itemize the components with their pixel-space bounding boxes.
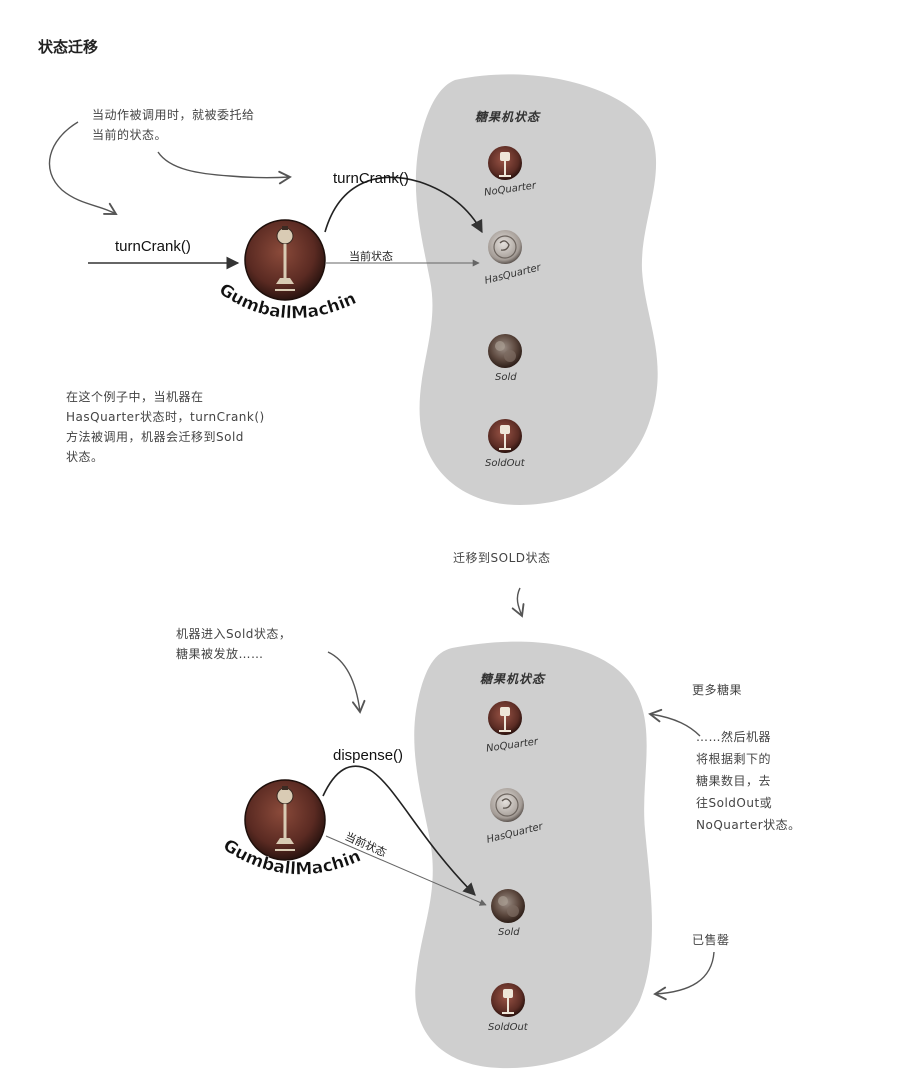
page-title: 状态迁移 (38, 38, 99, 56)
top-machine-name: GumballMachine (0, 0, 360, 324)
top-delegate-note-line-2: 当前的状态。 (92, 128, 168, 142)
then-note-line-1: ……然后机器 (696, 730, 772, 744)
transition-label: 迁移到SOLD状态 (453, 551, 551, 565)
top-blob-title: 糖果机状态 (475, 110, 541, 124)
top-example-note: 在这个例子中，当机器在 HasQuarter状态时，turnCrank() 方法… (66, 387, 265, 467)
bottom-state-hasquarter-icon (490, 788, 524, 822)
top-example-note-line-4: 状态。 (66, 450, 104, 464)
then-note-line-4: 往SoldOut或 (696, 796, 773, 810)
bottom-enter-note: 机器进入Sold状态， 糖果被发放…… (176, 624, 291, 664)
top-gumball-machine-icon (244, 219, 326, 301)
bottom-gumball-machine-icon (244, 779, 326, 861)
more-gumballs-label: 更多糖果 (692, 683, 743, 697)
top-state-soldout-icon (488, 419, 522, 453)
sold-out-curve (653, 951, 715, 1001)
transition-down-arrow (511, 587, 525, 618)
top-state-hasquarter-icon (488, 230, 522, 264)
top-example-note-line-2: HasQuarter状态时，turnCrank() (66, 410, 265, 424)
then-note: ……然后机器 将根据剩下的 糖果数目，去 往SoldOut或 NoQuarter… (696, 726, 801, 836)
top-note-curve-left (48, 121, 118, 215)
top-current-state-label: 当前状态 (349, 250, 393, 263)
top-delegate-note-line-1: 当动作被调用时，就被委托给 (92, 108, 255, 122)
top-example-note-line-3: 方法被调用，机器会迁移到Sold (66, 430, 244, 444)
top-state-sold-label: Sold (495, 372, 517, 383)
then-note-line-3: 糖果数目，去 (696, 774, 772, 788)
top-state-soldout-label: SoldOut (485, 458, 525, 469)
bottom-delegate-curve (322, 765, 476, 896)
svg-text:GumballMachine: GumballMachine (0, 0, 359, 323)
top-state-sold-icon (488, 334, 522, 368)
top-delegate-note: 当动作被调用时，就被委托给 当前的状态。 (92, 105, 255, 145)
bottom-state-noquarter-icon (488, 701, 522, 735)
bottom-state-sold-label: Sold (498, 927, 520, 938)
top-external-call-label: turnCrank() (115, 238, 191, 255)
bottom-state-sold-icon (491, 889, 525, 923)
top-state-blob (415, 74, 658, 506)
top-state-noquarter-icon (488, 146, 522, 180)
top-note-curve-right (157, 151, 292, 185)
bottom-enter-note-line-2: 糖果被发放…… (176, 647, 264, 661)
bottom-state-soldout-icon (491, 983, 525, 1017)
bottom-delegated-call-label: dispense() (333, 747, 404, 764)
bottom-state-soldout-label: SoldOut (488, 1022, 528, 1033)
top-example-note-line-1: 在这个例子中，当机器在 (66, 390, 204, 404)
bottom-blob-title: 糖果机状态 (480, 672, 546, 686)
then-note-curve (648, 708, 701, 737)
bottom-enter-note-line-1: 机器进入Sold状态， (176, 627, 292, 641)
bottom-state-blob (414, 641, 652, 1069)
sold-out-label: 已售罄 (692, 933, 730, 947)
top-delegate-curve (324, 176, 483, 234)
then-note-line-2: 将根据剩下的 (696, 752, 772, 766)
bottom-note-curve (327, 651, 366, 714)
bottom-current-state-arrow (325, 835, 487, 906)
then-note-line-5: NoQuarter状态。 (696, 818, 801, 832)
top-delegated-call-label: turnCrank() (333, 170, 409, 187)
